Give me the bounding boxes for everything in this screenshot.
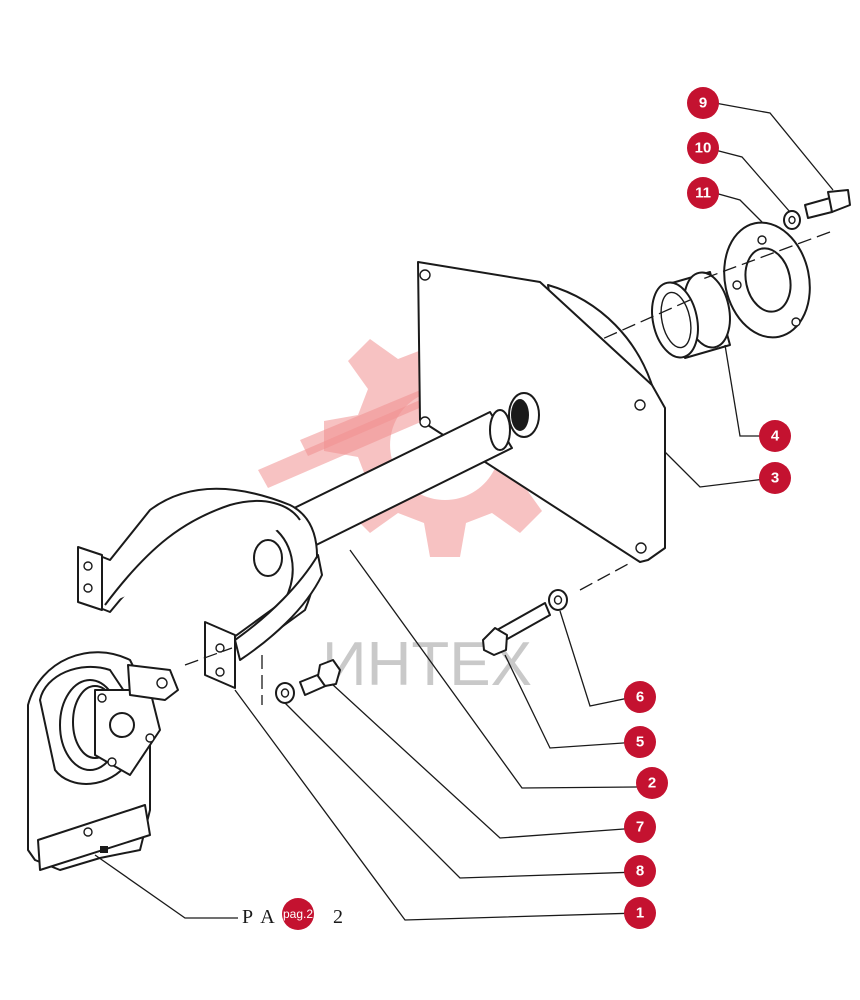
svg-text:10: 10 <box>695 140 712 157</box>
callout-9[interactable]: 9 <box>687 87 719 119</box>
svg-text:pag.2: pag.2 <box>283 907 313 921</box>
svg-text:5: 5 <box>636 734 644 751</box>
part-washer-medium <box>275 682 295 704</box>
leader-lines <box>94 102 834 921</box>
page-reference-prefix: P A <box>242 906 277 928</box>
svg-text:6: 6 <box>636 689 644 706</box>
callout-2[interactable]: 2 <box>636 767 668 799</box>
svg-text:1: 1 <box>636 905 644 922</box>
svg-text:2: 2 <box>648 775 656 792</box>
callout-5[interactable]: 5 <box>624 726 656 758</box>
svg-text:7: 7 <box>636 819 644 836</box>
part-fork <box>77 487 323 689</box>
part-bushing <box>651 271 731 359</box>
svg-text:8: 8 <box>636 863 644 880</box>
assembly-axis-lines <box>184 231 831 705</box>
svg-text:3: 3 <box>771 470 779 487</box>
svg-text:4: 4 <box>771 428 780 445</box>
page-reference-badge[interactable]: pag.2 <box>282 898 314 930</box>
page-reference[interactable]: P A pag.2 2 <box>242 898 345 930</box>
page-reference-suffix: 2 <box>333 906 345 928</box>
callout-11[interactable]: 11 <box>687 177 719 209</box>
callout-10[interactable]: 10 <box>687 132 719 164</box>
part-cover-plate <box>417 261 666 563</box>
svg-text:9: 9 <box>699 95 707 112</box>
part-washer-small <box>783 210 801 230</box>
callout-8[interactable]: 8 <box>624 855 656 887</box>
part-washer-large <box>548 589 568 611</box>
callout-4[interactable]: 4 <box>759 420 791 452</box>
callout-6[interactable]: 6 <box>624 681 656 713</box>
callout-3[interactable]: 3 <box>759 462 791 494</box>
part-flange <box>723 221 811 339</box>
part-bolt-medium <box>299 659 341 696</box>
callout-7[interactable]: 7 <box>624 811 656 843</box>
part-bolt-small <box>804 189 851 219</box>
part-bolt-long <box>482 602 551 656</box>
part-pedestal-housing <box>27 651 179 871</box>
svg-text:11: 11 <box>695 185 711 202</box>
callout-1[interactable]: 1 <box>624 897 656 929</box>
